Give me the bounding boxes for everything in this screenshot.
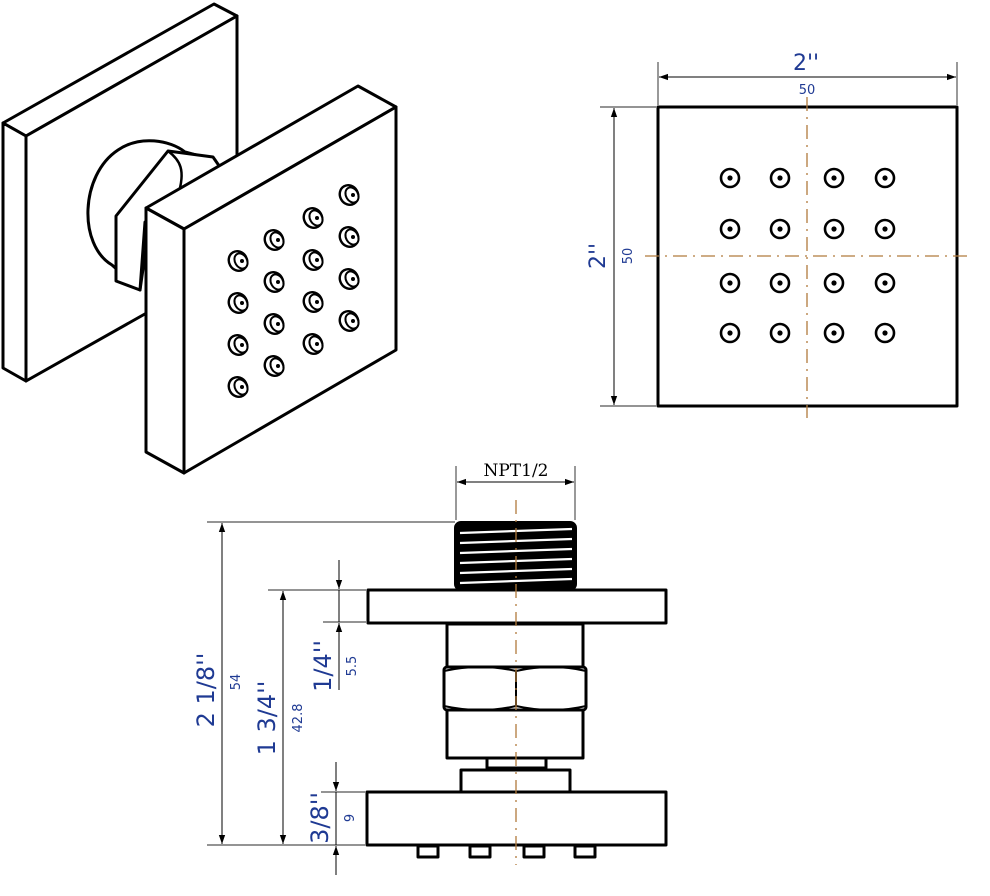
- iso-nozzle: [302, 333, 324, 355]
- front-nozzle-grid: [719, 167, 896, 344]
- isometric-view: [1, 2, 398, 475]
- plate-to-face-inch-label: 1 3/4'': [253, 681, 281, 756]
- front-nozzle: [719, 167, 741, 189]
- side-body-lower: [445, 708, 585, 760]
- front-height-inch-label: 2'': [586, 243, 611, 269]
- side-nozzle: [468, 844, 492, 859]
- side-body-upper: [445, 622, 585, 670]
- iso-nozzle: [263, 313, 285, 335]
- face-plate-thickness-inch-label: 3/8'': [306, 792, 334, 844]
- overall-height-inch-label: 2 1/8'': [192, 653, 220, 728]
- iso-nozzle: [263, 229, 285, 251]
- front-nozzle: [823, 167, 845, 189]
- side-bottom-nozzles: [416, 844, 597, 859]
- wall-plate-thickness-inch-label: 1/4'': [309, 640, 337, 692]
- face-plate-thickness-mm-label: 9: [343, 814, 358, 822]
- front-nozzle: [769, 167, 791, 189]
- iso-nozzle: [227, 250, 249, 272]
- front-nozzle: [719, 272, 741, 294]
- side-wall-plate: [366, 588, 668, 625]
- front-nozzle: [769, 272, 791, 294]
- iso-nozzle: [302, 249, 324, 271]
- plate-to-face-mm-label: 42.8: [291, 704, 306, 733]
- front-height-mm-label: 50: [621, 248, 636, 265]
- front-nozzle: [874, 218, 896, 240]
- front-nozzle: [823, 272, 845, 294]
- front-nozzle: [769, 218, 791, 240]
- overall-height-mm-label: 54: [229, 674, 244, 691]
- front-nozzle: [823, 218, 845, 240]
- front-nozzle: [874, 167, 896, 189]
- front-nozzle: [719, 322, 741, 344]
- iso-nozzle: [302, 207, 324, 229]
- wall-plate-thickness-mm-label: 5.5: [345, 656, 360, 677]
- side-nozzle: [573, 844, 597, 859]
- thread-line: [459, 577, 573, 585]
- iso-nozzle: [338, 310, 360, 332]
- iso-nozzle: [338, 226, 360, 248]
- thread-line: [459, 547, 573, 555]
- front-nozzle: [823, 322, 845, 344]
- hex-nut: [442, 665, 588, 712]
- front-nozzle: [769, 322, 791, 344]
- iso-nozzle: [338, 184, 360, 206]
- iso-nozzle-array: [227, 184, 360, 398]
- iso-nozzle: [263, 271, 285, 293]
- thread-line: [459, 567, 573, 575]
- iso-nozzle: [338, 268, 360, 290]
- side-nozzle: [416, 844, 440, 859]
- front-nozzle: [719, 218, 741, 240]
- iso-nozzle: [302, 291, 324, 313]
- iso-nozzle: [227, 334, 249, 356]
- front-width-mm-label: 50: [799, 83, 816, 98]
- front-view: 2'' 50 2'' 50: [586, 51, 972, 418]
- iso-nozzle: [227, 376, 249, 398]
- side-view: NPT1/2: [192, 461, 668, 875]
- side-nozzle: [522, 844, 546, 859]
- iso-nozzle: [227, 292, 249, 314]
- npt-thread-label: NPT1/2: [483, 461, 548, 481]
- front-width-inch-label: 2'': [793, 51, 819, 76]
- front-nozzle: [874, 272, 896, 294]
- iso-nozzle: [263, 355, 285, 377]
- front-nozzle: [874, 322, 896, 344]
